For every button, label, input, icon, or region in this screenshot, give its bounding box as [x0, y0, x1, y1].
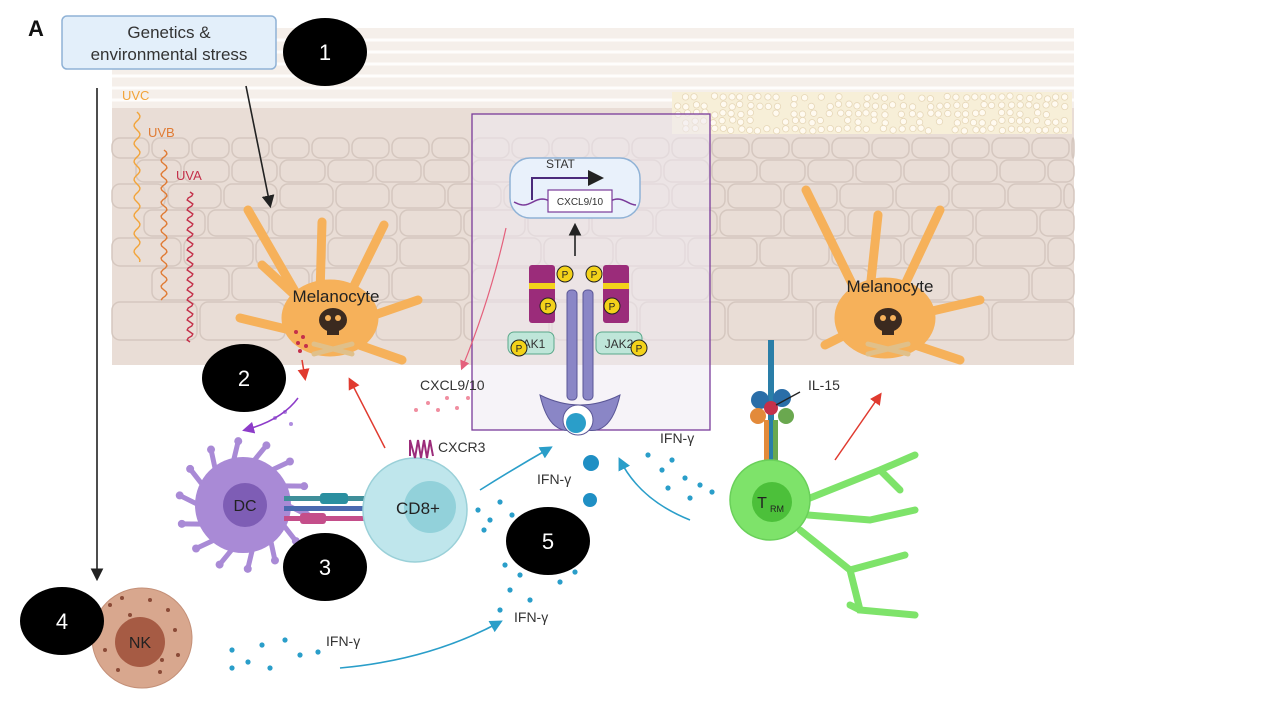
ifng-label-4: IFN-γ: [326, 633, 360, 649]
gene-label: CXCL9/10: [557, 197, 604, 208]
step-marker-2: 2: [202, 344, 286, 412]
cd8-t-cell: CD8+ CXCR3: [363, 439, 486, 562]
phospho-icon: P: [604, 298, 620, 314]
nk-label: NK: [129, 635, 152, 652]
cd8-label: CD8+: [396, 499, 440, 518]
cxcl-dots: [414, 396, 470, 412]
dc-label: DC: [233, 498, 256, 515]
step-marker-3: 3: [283, 533, 367, 601]
uvc-label: UVC: [122, 88, 149, 103]
step-3-label: 3: [319, 555, 331, 580]
phospho-icon: P: [631, 340, 647, 356]
melanocyte-left-label: Melanocyte: [293, 287, 380, 306]
nk-ifng-arrow: [340, 622, 500, 668]
nucleus-gene-box: STAT CXCL9/10: [510, 157, 640, 218]
cd8-attack-arrow: [350, 380, 385, 448]
phospho-label: P: [516, 344, 523, 355]
cxcr3-label: CXCR3: [438, 439, 486, 455]
trm-label-sub: RM: [770, 504, 784, 514]
step-5-label: 5: [542, 529, 554, 554]
stress-box-line2: environmental stress: [91, 45, 248, 64]
step-marker-4: 4: [20, 587, 104, 655]
phospho-label: P: [636, 344, 643, 355]
panel-label: A: [28, 16, 44, 41]
step-2-label: 2: [238, 366, 250, 391]
phospho-label: P: [609, 302, 616, 313]
il15-label: IL-15: [808, 377, 840, 393]
nk-cell: NK: [92, 588, 192, 688]
phospho-label: P: [545, 302, 552, 313]
phospho-label: P: [562, 270, 569, 281]
stress-box: Genetics & environmental stress: [62, 16, 276, 69]
uva-label: UVA: [176, 168, 202, 183]
trm-cell: IL-15 T RM: [730, 340, 915, 615]
jak2-label: JAK2: [605, 337, 634, 351]
jak1-kinase: [529, 265, 555, 323]
phospho-icon: P: [540, 298, 556, 314]
step-1-label: 1: [319, 40, 331, 65]
immune-synapse: [284, 493, 374, 524]
trm-label-main: T: [757, 495, 767, 512]
stress-box-line1: Genetics &: [127, 23, 211, 42]
melanocyte-right-label: Melanocyte: [847, 277, 934, 296]
ifng-label-2: IFN-γ: [660, 430, 694, 446]
jak2-kinase: [603, 265, 629, 323]
phospho-label: P: [591, 270, 598, 281]
phospho-icon: P: [557, 266, 573, 282]
cxcl-label: CXCL9/10: [420, 377, 485, 393]
stat-label: STAT: [546, 157, 576, 171]
trm-ifng-arrow: [620, 460, 690, 520]
trm-attack-arrow: [835, 395, 880, 460]
ifng-large-dots: [583, 455, 599, 507]
ifng-label-3: IFN-γ: [514, 609, 548, 625]
cxcr3-receptor-icon: [410, 440, 433, 458]
step-4-label: 4: [56, 609, 68, 634]
ifng-label-1: IFN-γ: [537, 471, 571, 487]
jak-stat-inset: STAT CXCL9/10 JAK1 JAK2 PPPPPP: [472, 114, 710, 435]
step-marker-5: 5: [506, 507, 590, 575]
phospho-icon: P: [586, 266, 602, 282]
step-marker-1: 1: [283, 18, 367, 86]
uvb-label: UVB: [148, 125, 175, 140]
phospho-icon: P: [511, 340, 527, 356]
